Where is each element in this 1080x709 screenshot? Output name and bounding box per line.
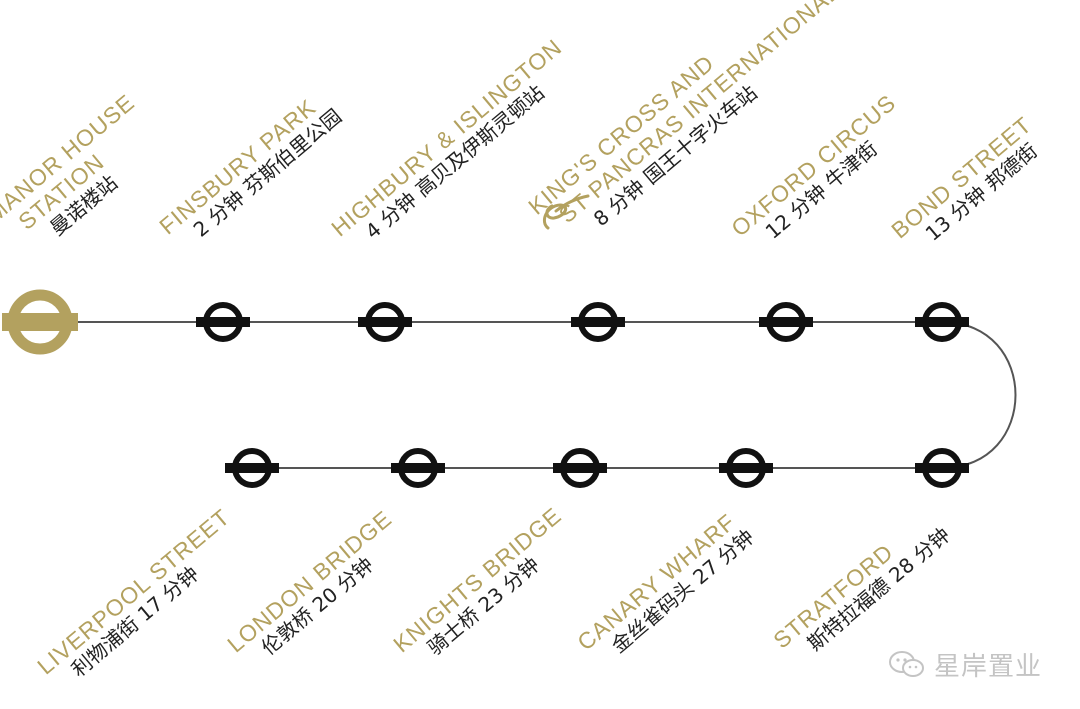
watermark: 星岸置业 <box>888 646 1042 683</box>
station-roundel-icon <box>759 302 813 342</box>
station-roundel-icon <box>553 448 607 488</box>
station-roundel-icon <box>391 448 445 488</box>
station-roundel-icon <box>915 302 969 342</box>
origin-roundel-icon <box>2 289 78 355</box>
wechat-icon <box>889 650 924 677</box>
watermark-text: 星岸置业 <box>934 652 1043 682</box>
station-roundel-icon <box>571 302 625 342</box>
route-line <box>40 321 1017 469</box>
station-roundel-icon <box>358 302 412 342</box>
station-roundel-icon <box>225 448 279 488</box>
station-roundel-icon <box>196 302 250 342</box>
station-roundel-icon <box>719 448 773 488</box>
eurostar-logo-icon <box>543 194 590 230</box>
station-roundel-icon <box>915 448 969 488</box>
